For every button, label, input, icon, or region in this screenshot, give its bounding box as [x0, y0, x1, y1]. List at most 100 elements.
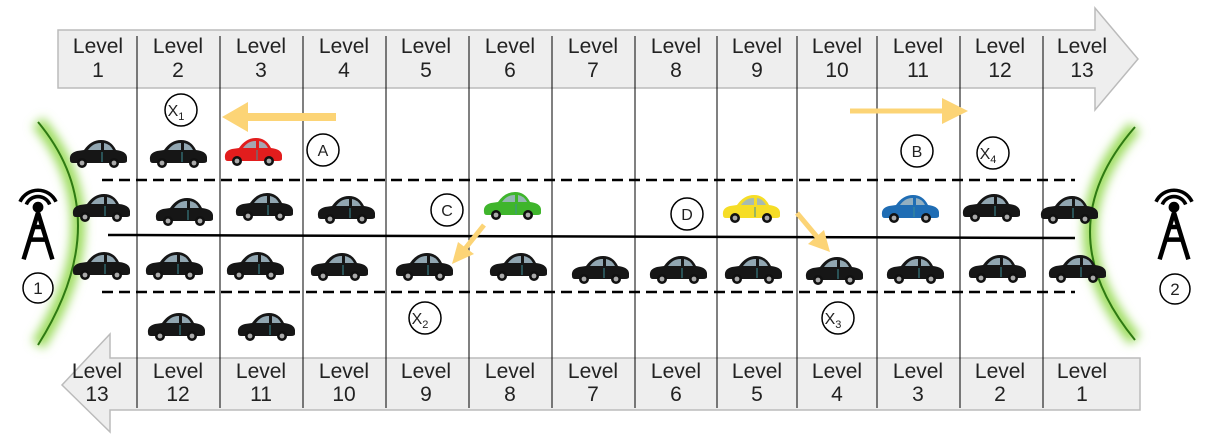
top-level-number: 1: [92, 59, 104, 82]
svg-text:A: A: [318, 143, 329, 160]
black-car-icon: [227, 252, 284, 280]
right-tower-badge: 2: [1160, 274, 1190, 304]
black-car-icon: [238, 313, 295, 341]
bottom-level-word: Level: [732, 360, 782, 383]
bottom-level-number: 9: [420, 383, 432, 406]
green-car-icon: [484, 192, 541, 220]
top-level-word: Level: [975, 35, 1025, 58]
top-level-word: Level: [893, 35, 943, 58]
yellow-car-icon: [723, 195, 780, 223]
road-center-line: [108, 235, 1075, 238]
bottom-level-word: Level: [72, 360, 122, 383]
top-level-number: 9: [751, 59, 763, 82]
top-level-number: 6: [504, 59, 516, 82]
bottom-level-word: Level: [568, 360, 618, 383]
right-coverage-halo: [1090, 127, 1135, 340]
left-tower-badge: 1: [23, 273, 53, 303]
top-level-number: 2: [172, 59, 184, 82]
top-level-word: Level: [153, 35, 203, 58]
bottom-level-number: 3: [912, 383, 924, 406]
top-level-word: Level: [651, 35, 701, 58]
marker-c: C: [431, 194, 463, 226]
black-car-icon: [150, 140, 207, 168]
marker-d: D: [671, 198, 703, 230]
bottom-level-number: 11: [250, 383, 272, 406]
black-car-icon: [318, 196, 375, 224]
marker-x2: X2: [409, 302, 441, 334]
black-car-icon: [311, 253, 368, 281]
blue-car-icon: [882, 195, 939, 223]
bottom-level-word: Level: [975, 360, 1025, 383]
top-level-number: 8: [670, 59, 682, 82]
bottom-level-word: Level: [236, 360, 286, 383]
top-level-number: 12: [988, 59, 1011, 82]
top-level-word: Level: [485, 35, 535, 58]
black-car-icon: [887, 256, 944, 284]
bottom-level-number: 2: [994, 383, 1006, 406]
top-level-number: 5: [420, 59, 432, 82]
bottom-level-word: Level: [485, 360, 535, 383]
top-level-word: Level: [73, 35, 123, 58]
top-level-word: Level: [812, 35, 862, 58]
bottom-level-arrow: [62, 334, 1140, 432]
top-level-word: Level: [732, 35, 782, 58]
black-car-icon: [70, 140, 127, 168]
cars-layer: [70, 138, 1106, 341]
top-level-word: Level: [236, 35, 286, 58]
bottom-level-number: 5: [751, 383, 763, 406]
bottom-level-number: 12: [166, 383, 189, 406]
arrow-toward-x4: [850, 98, 968, 124]
bottom-level-word: Level: [153, 360, 203, 383]
marker-b: B: [901, 135, 933, 167]
black-car-icon: [806, 257, 863, 285]
top-level-word: Level: [401, 35, 451, 58]
top-level-number: 4: [338, 59, 350, 82]
left-tower-icon: [20, 190, 56, 259]
black-car-icon: [146, 252, 203, 280]
red-car-icon: [225, 138, 282, 166]
bottom-level-word: Level: [1057, 360, 1107, 383]
svg-text:C: C: [441, 203, 453, 220]
black-car-icon: [725, 256, 782, 284]
black-car-icon: [148, 313, 205, 341]
black-car-icon: [650, 256, 707, 284]
bottom-level-number: 13: [85, 383, 108, 406]
bottom-level-number: 6: [670, 383, 682, 406]
top-level-number: 7: [587, 59, 599, 82]
black-car-icon: [156, 198, 213, 226]
marker-x1: X1: [165, 94, 197, 126]
level-grid: [137, 36, 1043, 408]
bottom-level-number: 1: [1076, 383, 1088, 406]
marker-x3: X3: [822, 302, 854, 334]
black-car-icon: [396, 253, 453, 281]
top-level-word: Level: [568, 35, 618, 58]
right-tower-icon: [1156, 190, 1192, 259]
black-car-icon: [490, 253, 547, 281]
bottom-level-number: 8: [504, 383, 516, 406]
svg-text:B: B: [912, 144, 923, 161]
bottom-level-number: 7: [587, 383, 599, 406]
bottom-level-number: 10: [332, 383, 355, 406]
bottom-level-word: Level: [401, 360, 451, 383]
top-level-number: 3: [255, 59, 267, 82]
top-level-word: Level: [1057, 35, 1107, 58]
arrow-toward-x1: [222, 102, 336, 132]
marker-x4: X4: [977, 137, 1009, 169]
top-level-word: Level: [319, 35, 369, 58]
right-tower-number: 2: [1170, 280, 1179, 299]
top-level-number: 11: [907, 59, 929, 82]
svg-text:D: D: [681, 207, 693, 224]
bottom-level-word: Level: [319, 360, 369, 383]
top-level-number: 10: [825, 59, 848, 82]
black-car-icon: [572, 256, 629, 284]
marker-a: A: [307, 134, 339, 166]
bottom-level-word: Level: [893, 360, 943, 383]
black-car-icon: [963, 194, 1020, 222]
arrow-toward-x3: [797, 213, 830, 252]
black-car-icon: [969, 255, 1026, 283]
left-tower-number: 1: [33, 279, 42, 298]
bottom-level-word: Level: [812, 360, 862, 383]
bottom-level-number: 4: [831, 383, 843, 406]
bottom-level-word: Level: [651, 360, 701, 383]
